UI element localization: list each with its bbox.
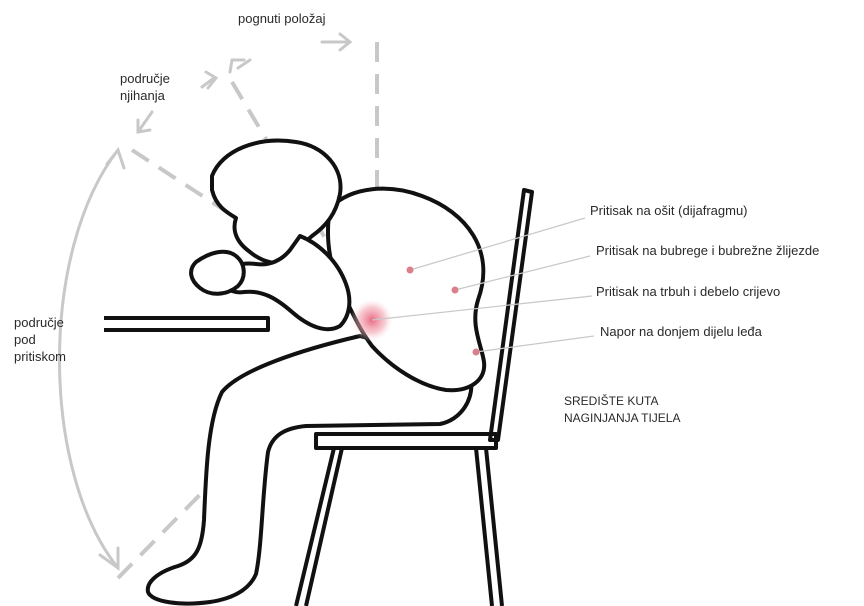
label-pressure-area-line-3: pritiskom — [14, 348, 66, 365]
label-center-angle-line-1: SREDIŠTE KUTA — [564, 393, 680, 410]
callout-diaphragm-text: Pritisak na ošit (dijafragmu) — [590, 202, 748, 219]
callout-diaphragm: Pritisak na ošit (dijafragmu) — [590, 202, 748, 219]
label-bent-position: pognuti položaj — [238, 10, 325, 27]
callout-kidneys-text: Pritisak na bubrege i bubrežne žlijezde — [596, 242, 819, 259]
label-pressure-area-line-1: područje — [14, 314, 66, 331]
callout-lower-back-text: Napor na donjem dijelu leđa — [600, 323, 762, 340]
chair-back — [490, 190, 532, 440]
label-center-angle: SREDIŠTE KUTA NAGINJANJA TIJELA — [564, 393, 680, 427]
desk — [104, 318, 268, 330]
callout-lower-back: Napor na donjem dijelu leđa — [600, 323, 762, 340]
pressure-arc — [60, 150, 119, 568]
chair-leg-back — [476, 448, 502, 606]
person-silhouette — [148, 141, 484, 604]
label-bent-position-text: pognuti položaj — [238, 10, 325, 27]
marker-lower-back — [473, 349, 480, 356]
chair-seat — [316, 434, 496, 448]
callout-kidneys: Pritisak na bubrege i bubrežne žlijezde — [596, 242, 819, 259]
label-pressure-area-line-2: pod — [14, 331, 66, 348]
callout-abdomen-text: Pritisak na trbuh i debelo crijevo — [596, 283, 780, 300]
label-swing-area: područje njihanja — [120, 70, 170, 104]
label-swing-area-line-1: područje — [120, 70, 170, 87]
callout-abdomen: Pritisak na trbuh i debelo crijevo — [596, 283, 780, 300]
label-pressure-area: područje pod pritiskom — [14, 314, 66, 365]
marker-kidneys — [452, 287, 459, 294]
marker-diaphragm — [407, 267, 414, 274]
chair-leg-front — [296, 448, 342, 606]
label-center-angle-line-2: NAGINJANJA TIJELA — [564, 410, 680, 427]
label-swing-area-line-2: njihanja — [120, 87, 170, 104]
person-head — [212, 141, 341, 264]
leader-lower-back — [476, 336, 594, 352]
person-hands — [191, 252, 244, 294]
